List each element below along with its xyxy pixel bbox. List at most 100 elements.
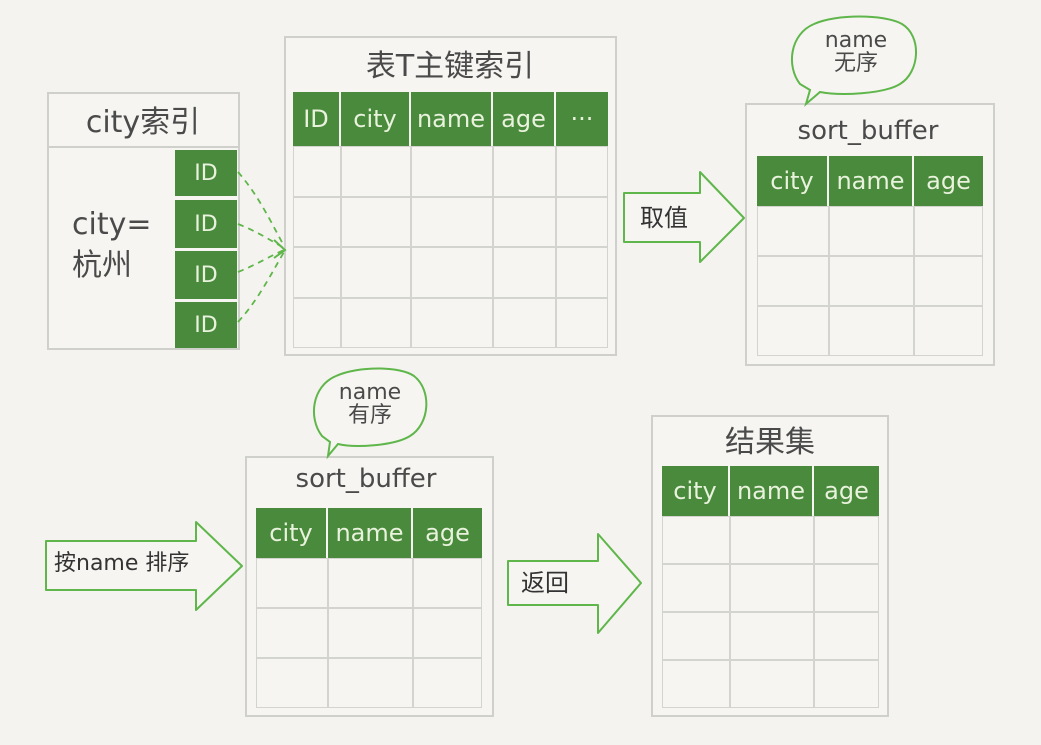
result-set-cell [662, 660, 730, 708]
primary-col-age: age [493, 92, 554, 146]
bubble-unsorted-line2: 无序 [833, 51, 879, 77]
sort-arrow-label: 按name 排序 [54, 551, 190, 576]
primary-index-cell [293, 146, 341, 197]
city-index-id-1: ID [175, 150, 237, 196]
primary-index-cell [556, 297, 608, 348]
sort-buffer-unsorted-cell [757, 256, 829, 306]
result-set-cell [730, 660, 814, 708]
result-col-city: city [662, 466, 728, 516]
sort-buffer-unsorted-cell [757, 206, 829, 256]
sort-buffer-unsorted-cell [914, 306, 983, 356]
city-index-title: city索引 [85, 105, 201, 140]
primary-index-cell [556, 247, 608, 298]
sort-buffer-sorted-cell [328, 608, 413, 658]
sbs-col-city: city [256, 508, 326, 558]
sort-buffer-sorted-panel [245, 456, 494, 717]
primary-col-id: ID [293, 92, 339, 146]
sort-buffer-unsorted-cell [914, 206, 983, 256]
id-to-row-links [237, 171, 285, 323]
id-link-arrowhead [273, 239, 287, 259]
return-arrow-label: 返回 [521, 569, 569, 597]
primary-index-cell [341, 297, 411, 348]
city-index-id-3: ID [175, 251, 237, 299]
result-set-cell [814, 516, 879, 564]
sbu-col-age: age [914, 156, 983, 206]
fetch-arrow [623, 171, 745, 263]
sort-arrow [45, 521, 243, 611]
return-arrow [507, 533, 642, 634]
primary-col-more: ··· [556, 92, 608, 146]
result-set-cell [730, 564, 814, 612]
primary-index-cell [411, 146, 493, 197]
primary-index-cell [341, 247, 411, 298]
bubble-unsorted [790, 15, 917, 107]
sort-buffer-sorted-cell [328, 558, 413, 608]
sort-buffer-sorted-cell [256, 558, 328, 608]
sbu-col-city: city [757, 156, 827, 206]
result-set-cell [730, 612, 814, 660]
fetch-arrow-label: 取值 [640, 204, 688, 232]
bubble-sorted-line1: name [338, 380, 402, 405]
primary-index-cell [493, 297, 556, 348]
result-col-age: age [814, 466, 879, 516]
bubble-sorted-line2: 有序 [347, 403, 393, 429]
primary-col-name: name [411, 92, 491, 146]
primary-col-city: city [341, 92, 409, 146]
result-set-cell [662, 516, 730, 564]
bubble-sorted-text: name 有序 [339, 381, 401, 427]
sort-buffer-unsorted-cell [829, 256, 914, 306]
result-col-name: name [730, 466, 812, 516]
id-link-1 [237, 171, 285, 247]
sort-buffer-unsorted-cell [829, 206, 914, 256]
sort-buffer-sorted-cell [256, 608, 328, 658]
sort-buffer-unsorted-cell [914, 256, 983, 306]
sort-buffer-sorted-table: city name age [256, 508, 482, 708]
sort-buffer-sorted-cell [256, 658, 328, 708]
sbs-col-age: age [413, 508, 482, 558]
sort-buffer-sorted-cell [328, 658, 413, 708]
primary-index-table: ID city name age ··· [293, 92, 608, 348]
result-set-cell [814, 660, 879, 708]
bubble-unsorted-line1: name [824, 28, 888, 53]
primary-index-cell [493, 196, 556, 247]
primary-index-cell [411, 297, 493, 348]
result-set-cell [662, 612, 730, 660]
sort-buffer-sorted-title: sort_buffer [295, 464, 437, 494]
city-index-divider [47, 146, 240, 148]
bubble-sorted [312, 367, 428, 460]
primary-index-cell [341, 196, 411, 247]
primary-index-cell [556, 196, 608, 247]
primary-index-cell [293, 247, 341, 298]
result-set-title: 结果集 [725, 425, 815, 460]
id-link-4 [237, 251, 285, 323]
result-set-table: city name age [662, 466, 879, 708]
id-link-2 [237, 223, 285, 249]
sort-buffer-sorted-cell [413, 558, 482, 608]
result-set-cell [662, 564, 730, 612]
sort-buffer-unsorted-cell [757, 306, 829, 356]
primary-index-cell [293, 196, 341, 247]
bubble-unsorted-text: name 无序 [825, 29, 887, 75]
result-set-panel [651, 415, 889, 717]
primary-index-cell [341, 146, 411, 197]
id-link-3 [237, 249, 285, 273]
city-condition-line1: city= [72, 207, 152, 242]
result-set-cell [730, 516, 814, 564]
primary-index-cell [411, 196, 493, 247]
city-condition-line2: 杭州 [72, 247, 132, 283]
result-set-cell [814, 612, 879, 660]
sort-buffer-unsorted-title: sort_buffer [797, 116, 939, 146]
sort-buffer-unsorted-panel [745, 103, 995, 366]
result-set-cell [814, 564, 879, 612]
sort-buffer-unsorted-cell [829, 306, 914, 356]
primary-index-cell [493, 247, 556, 298]
city-index-id-2: ID [175, 200, 237, 248]
primary-index-cell [556, 146, 608, 197]
primary-index-cell [293, 297, 341, 348]
sort-buffer-sorted-cell [413, 608, 482, 658]
sbs-col-name: name [328, 508, 411, 558]
primary-index-cell [411, 247, 493, 298]
primary-index-cell [493, 146, 556, 197]
sort-buffer-unsorted-table: city name age [757, 156, 983, 356]
